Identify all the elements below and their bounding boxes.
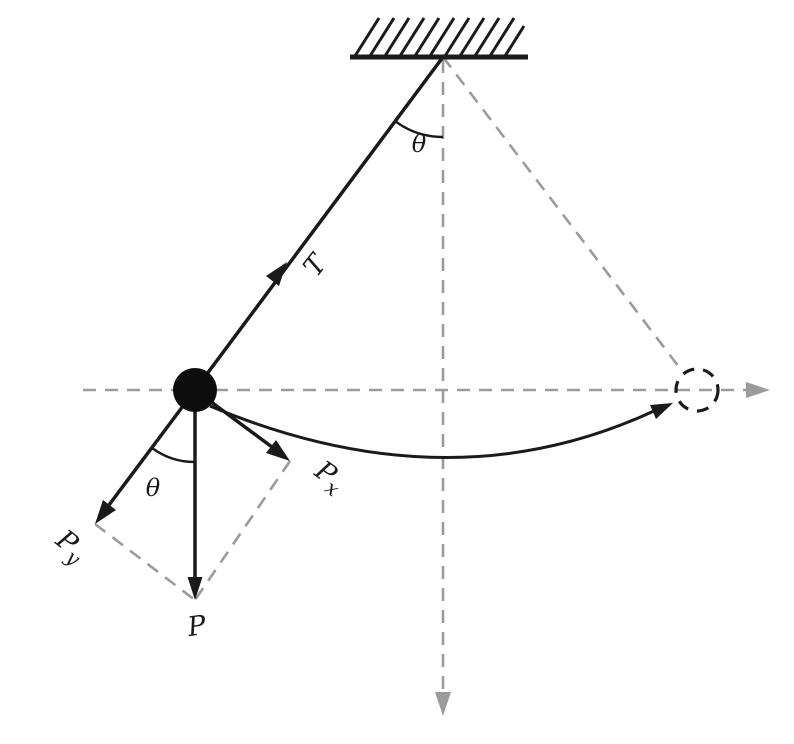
ceiling-hatch-lines: [353, 17, 526, 57]
pivot-to-ghost-line: [441, 56, 684, 372]
weight-x-label: Px: [305, 454, 351, 501]
parallelogram-side-from-px: [193, 460, 292, 601]
tension-arrowhead: [266, 262, 287, 286]
vertical-axis: [435, 60, 451, 716]
pendulum-rod: [193, 55, 445, 392]
angle-arc-bottom: [151, 447, 196, 464]
parallelogram-side-from-py: [94, 522, 196, 602]
ghost-bob: [674, 367, 720, 413]
angle-arc-top: [394, 120, 444, 139]
trajectory-arrowhead: [650, 403, 673, 419]
tension-label: T: [298, 248, 335, 283]
angle-label-top: θ: [412, 130, 427, 158]
ceiling-support: [350, 17, 528, 60]
horizontal-axis-arrowhead: [746, 382, 770, 398]
weight-arrow: [187, 404, 203, 600]
weight-label: P: [185, 610, 209, 643]
angle-label-bottom: θ: [146, 474, 161, 502]
weight-y-label: Py: [46, 523, 93, 571]
trajectory-arc: [209, 404, 657, 459]
vertical-axis-arrowhead: [435, 692, 451, 716]
pendulum-bob: [173, 368, 217, 412]
weight-y-arrow: [95, 388, 197, 524]
